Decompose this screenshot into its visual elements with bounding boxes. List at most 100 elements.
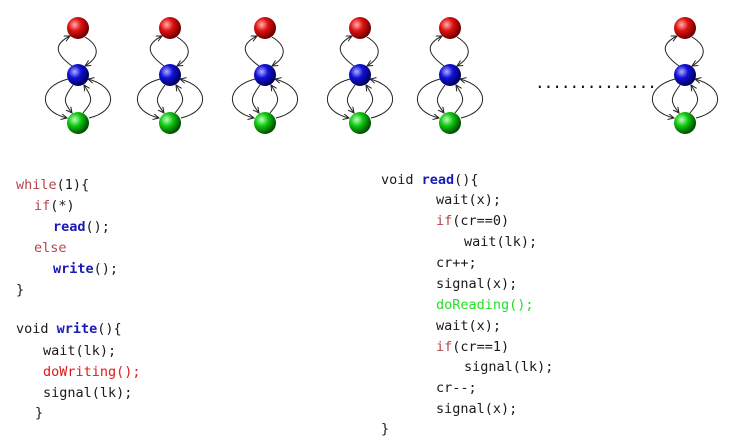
code-text: signal(x); xyxy=(436,276,518,292)
state-node-bottom xyxy=(349,112,371,134)
keyword: if xyxy=(436,339,453,355)
function-name: read xyxy=(53,219,86,235)
transition-arrow xyxy=(180,79,204,119)
code-line: cr++; xyxy=(436,255,477,271)
code-text: signal(lk); xyxy=(464,359,554,375)
transition-arrow xyxy=(671,84,681,113)
state-node-bottom xyxy=(254,112,276,134)
transition-arrow xyxy=(364,85,374,114)
state-node-middle xyxy=(439,64,461,86)
transition-arrow xyxy=(689,85,699,114)
code-line: if(cr==0) xyxy=(436,213,509,229)
code-text: (){ xyxy=(97,321,122,337)
state-node-bottom xyxy=(67,112,89,134)
transition-arrow xyxy=(177,36,189,66)
transition-arrow xyxy=(339,36,355,67)
transition-arrow xyxy=(156,84,166,113)
transition-arrow xyxy=(454,85,464,114)
code-line: else xyxy=(34,240,67,256)
code-line: signal(x); xyxy=(436,401,517,417)
code-text: signal(lk); xyxy=(43,385,133,401)
transition-arrow xyxy=(82,85,92,114)
code-line: signal(x); xyxy=(436,276,517,292)
function-name: write xyxy=(56,321,98,337)
transition-arrow xyxy=(457,36,469,66)
transition-arrow xyxy=(370,79,394,119)
transition-arrow xyxy=(346,84,356,113)
state-node-top xyxy=(439,17,461,39)
code-text: cr++; xyxy=(436,255,477,271)
code-line: } xyxy=(16,282,24,298)
code-text: (){ xyxy=(454,172,479,188)
transition-arrow xyxy=(416,78,441,118)
code-line: } xyxy=(381,421,389,437)
state-node-top xyxy=(159,17,181,39)
code-line: void write(){ xyxy=(16,321,122,337)
transition-arrow xyxy=(695,79,719,119)
code-text: (); xyxy=(85,219,110,235)
code-line: while(1){ xyxy=(16,177,89,193)
code-text: signal(x); xyxy=(436,401,518,417)
code-text: void xyxy=(16,321,57,337)
transition-arrow xyxy=(251,84,261,113)
code-line: wait(lk); xyxy=(43,343,116,359)
transition-arrow xyxy=(64,84,74,113)
code-text: wait(x); xyxy=(436,192,502,208)
code-text: } xyxy=(381,421,390,437)
transition-arrow xyxy=(174,85,184,114)
code-text: wait(lk); xyxy=(43,343,117,359)
transition-arrow xyxy=(88,79,112,119)
code-line: if(cr==1) xyxy=(436,339,509,355)
code-text: doWriting(); xyxy=(43,364,141,380)
transition-arrow xyxy=(436,84,446,113)
code-text: } xyxy=(35,405,44,421)
code-text: (*) xyxy=(50,198,75,214)
code-line: void read(){ xyxy=(381,172,479,188)
transition-arrow xyxy=(136,78,161,118)
code-text: (cr==0) xyxy=(452,213,510,229)
transition-arrow xyxy=(367,36,379,66)
state-node-top xyxy=(254,17,276,39)
transition-arrow xyxy=(326,78,351,118)
transition-arrow xyxy=(460,79,484,119)
transition-arrow xyxy=(269,85,279,114)
process-state-diagram xyxy=(44,17,719,134)
transition-arrow xyxy=(275,79,299,119)
transition-arrow xyxy=(85,36,97,66)
state-node-middle xyxy=(674,64,696,86)
state-node-middle xyxy=(67,64,89,86)
code-line: wait(x); xyxy=(436,192,501,208)
transition-arrow xyxy=(57,36,73,67)
function-name: write xyxy=(53,261,94,277)
code-text: (cr==1) xyxy=(452,339,510,355)
code-line: wait(lk); xyxy=(464,234,537,250)
state-node-top xyxy=(674,17,696,39)
code-text: wait(lk); xyxy=(464,234,538,250)
code-line: signal(lk); xyxy=(464,359,553,375)
code-line: if(*) xyxy=(34,198,75,214)
keyword: while xyxy=(16,177,57,193)
code-line: write(); xyxy=(53,261,118,277)
code-line: wait(x); xyxy=(436,318,501,334)
code-text: void xyxy=(381,172,422,188)
transition-arrow xyxy=(664,36,680,67)
transition-arrow xyxy=(692,36,704,66)
code-text: doReading(); xyxy=(436,297,534,313)
code-text: wait(x); xyxy=(436,318,502,334)
transition-arrow xyxy=(272,36,284,66)
state-node-middle xyxy=(349,64,371,86)
state-node-bottom xyxy=(159,112,181,134)
state-node-bottom xyxy=(439,112,461,134)
transition-arrow xyxy=(244,36,260,67)
function-name: read xyxy=(421,172,455,188)
keyword: if xyxy=(436,213,453,229)
transition-arrow xyxy=(651,78,676,118)
code-line: } xyxy=(35,405,43,421)
code-text: (); xyxy=(93,261,119,277)
keyword: else xyxy=(34,240,67,256)
transition-arrow xyxy=(231,78,256,118)
state-node-middle xyxy=(159,64,181,86)
more-processes-ellipsis: .............. xyxy=(535,73,657,92)
code-line: cr--; xyxy=(436,380,477,396)
